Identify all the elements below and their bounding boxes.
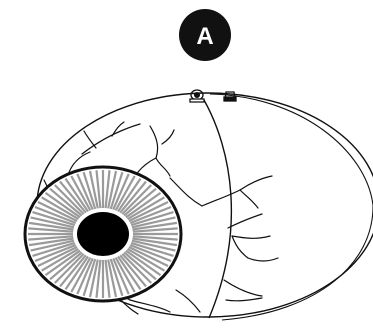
lens-fixture-icon: [190, 90, 204, 102]
pupil-icon: [77, 212, 129, 256]
panel-badge: A: [179, 9, 231, 61]
panel-label: A: [196, 23, 213, 50]
